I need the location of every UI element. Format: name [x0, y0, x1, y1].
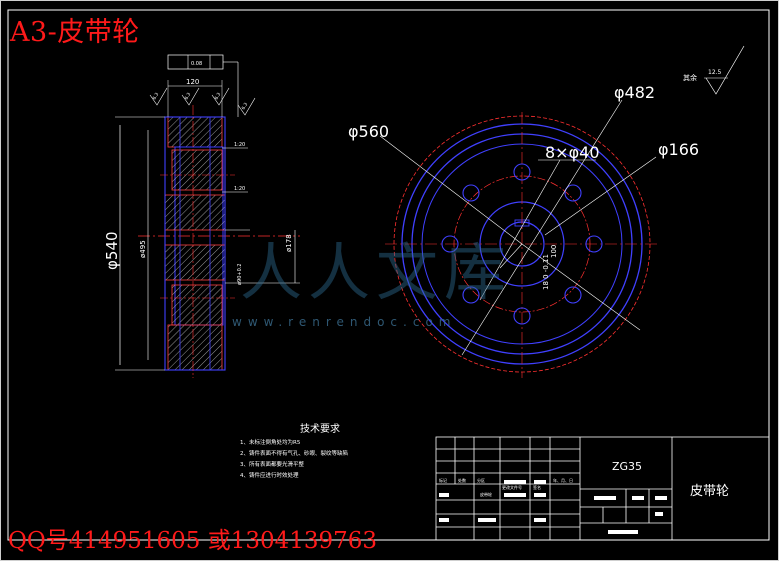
- dim-holes: 8×φ40: [545, 143, 600, 162]
- title-material: ZG35: [612, 460, 642, 473]
- roughness-value-3: 6.3: [214, 92, 223, 101]
- taper-label-1: 1:20: [234, 142, 245, 148]
- title-row-label-5: 签名: [533, 484, 541, 490]
- watermark-logo: 人人文库: [240, 236, 513, 309]
- roughness-note-label: 其余: [683, 73, 697, 82]
- title-block: [435, 436, 770, 541]
- watermark-url: www.renrendoc.com: [232, 315, 457, 329]
- title-design-label: 皮带轮: [480, 491, 492, 497]
- taper-label-2: 1:20: [234, 186, 245, 192]
- dim-outer-diameter: φ540: [103, 231, 121, 270]
- contact-info: QQ号414951605 或1304139763: [8, 528, 378, 554]
- title-row-label-1: 标记: [439, 477, 447, 483]
- roughness-value-1: 6.3: [152, 92, 161, 101]
- bolt-holes: [441, 163, 603, 325]
- title-block-fills: [439, 480, 667, 534]
- dim-d482: φ482: [614, 83, 655, 102]
- title-row-label-6: 年、月、日: [553, 477, 573, 483]
- dim-hub-diameter: ø178: [285, 234, 293, 252]
- roughness-value-2: 6.3: [184, 92, 193, 101]
- tech-req-item-4: 4、铸件应进行时效处理: [240, 471, 299, 479]
- tech-req-heading: 技术要求: [300, 422, 340, 435]
- title-row-label-2: 处数: [458, 477, 466, 483]
- sheet-title: A3-皮带轮: [10, 17, 140, 48]
- roughness-value-4: 6.3: [241, 102, 250, 111]
- dim-width: 120: [186, 78, 199, 86]
- title-row-label-3: 分区: [477, 477, 485, 483]
- roughness-note-value: 12.5: [708, 69, 722, 76]
- section-view: φ540 ø495 ø178 ø90+0.2 120 1:20 1:20 0.0…: [103, 54, 300, 378]
- technical-requirements: 技术要求 1、未标注倒角处均为R5 2、铸件表面不得有气孔、砂眼、裂纹等缺陷 3…: [240, 422, 348, 479]
- title-part-name: 皮带轮: [690, 484, 729, 499]
- front-view: φ560 φ482 8×φ40 φ166 18 0 -0.11 100: [348, 83, 699, 378]
- tech-req-item-3: 3、所有表面都要光滑平整: [240, 460, 305, 468]
- dim-keyway-depth: 100: [550, 245, 558, 258]
- dim-keyway: 18 0 -0.11: [542, 254, 550, 290]
- title-row-label-4: 更改文件号: [502, 484, 522, 490]
- dim-d560: φ560: [348, 122, 389, 141]
- tech-req-item-2: 2、铸件表面不得有气孔、砂眼、裂纹等缺陷: [240, 449, 348, 457]
- dim-inner-diameter: ø495: [139, 240, 147, 258]
- tolerance-value: 0.08: [191, 61, 202, 67]
- tech-req-item-1: 1、未标注倒角处均为R5: [240, 438, 301, 446]
- sheet-inner-border: [7, 9, 770, 541]
- dim-d166: φ166: [658, 140, 699, 159]
- roughness-note: 其余 12.5: [683, 45, 745, 95]
- dim-bore: ø90+0.2: [237, 263, 243, 285]
